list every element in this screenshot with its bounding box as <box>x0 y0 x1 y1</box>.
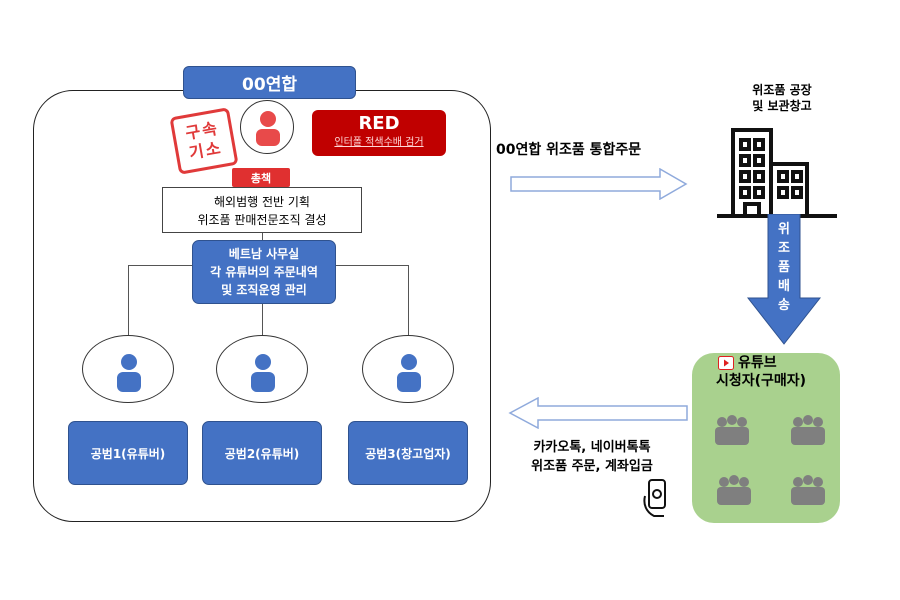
accomplice-circle <box>362 335 454 403</box>
factory-building-icon <box>717 128 837 218</box>
order-payment-line: 카카오톡, 네이버톡톡 <box>533 440 651 455</box>
plan-line: 위조품 판매전문조직 결성 <box>197 213 327 227</box>
shipping-char: 조 <box>778 241 790 256</box>
vietnam-line: 및 조직운영 관리 <box>221 283 307 297</box>
factory-line: 및 보관창고 <box>752 99 812 113</box>
order-payment-label: 카카오톡, 네이버톡톡 위조품 주문, 계좌입금 <box>497 438 687 476</box>
stamp-line: 기소 <box>187 138 224 163</box>
group-people-icon <box>715 415 825 505</box>
accomplice-box-3: 공범3(창고업자) <box>348 421 468 485</box>
red-notice-title: RED <box>358 113 400 134</box>
shipping-char: 배 <box>778 279 790 294</box>
accomplice-circle <box>82 335 174 403</box>
connector-line <box>262 233 264 241</box>
down-arrow-icon <box>746 214 822 345</box>
factory-label: 위조품 공장 및 보관창고 <box>712 82 852 114</box>
viewer-line: 유튜브 <box>738 355 777 371</box>
factory-line: 위조품 공장 <box>752 83 812 97</box>
connector-line <box>262 304 264 336</box>
vietnam-line: 베트남 사무실 <box>228 247 300 261</box>
accomplice-circle <box>216 335 308 403</box>
person-blue-icon <box>397 354 421 392</box>
connector-line <box>408 265 410 335</box>
connector-line <box>128 265 130 335</box>
red-notice-subtitle: 인터폴 적색수배 검거 <box>334 137 424 148</box>
accomplice-box-1: 공범1(유튜버) <box>68 421 188 485</box>
left-arrow-icon <box>508 397 688 429</box>
plan-line: 해외범행 전반 기획 <box>214 195 310 209</box>
order-payment-line: 위조품 주문, 계좌입금 <box>531 459 653 474</box>
viewers-title: 유튜브 시청자(구매자) <box>716 354 836 390</box>
shipping-label: 위 조 품 배 송 <box>774 220 794 315</box>
person-blue-icon <box>251 354 275 392</box>
connector-line <box>336 265 408 267</box>
viewer-line: 시청자(구매자) <box>716 373 807 389</box>
org-title: 00연합 <box>183 66 356 99</box>
arrest-stamp: 구속 기소 <box>169 107 239 175</box>
order-label: 00연합 위조품 통합주문 <box>496 142 642 158</box>
phone-hand-icon <box>643 479 666 517</box>
right-arrow-icon <box>510 168 688 200</box>
plan-box: 해외범행 전반 기획 위조품 판매전문조직 결성 <box>162 187 362 233</box>
red-notice-badge: RED 인터폴 적색수배 검거 <box>312 110 446 156</box>
vietnam-office-box: 베트남 사무실 각 유튜버의 주문내역 및 조직운영 관리 <box>192 240 336 304</box>
person-blue-icon <box>117 354 141 392</box>
accomplice-box-2: 공범2(유튜버) <box>202 421 322 485</box>
youtube-play-icon <box>718 356 734 370</box>
person-red-icon <box>256 111 280 146</box>
vietnam-line: 각 유튜버의 주문내역 <box>210 265 318 279</box>
head-label: 총책 <box>232 168 290 187</box>
leader-circle <box>240 100 294 154</box>
shipping-char: 품 <box>778 260 790 275</box>
shipping-char: 송 <box>778 298 790 313</box>
connector-line <box>128 265 192 267</box>
shipping-char: 위 <box>778 222 790 237</box>
